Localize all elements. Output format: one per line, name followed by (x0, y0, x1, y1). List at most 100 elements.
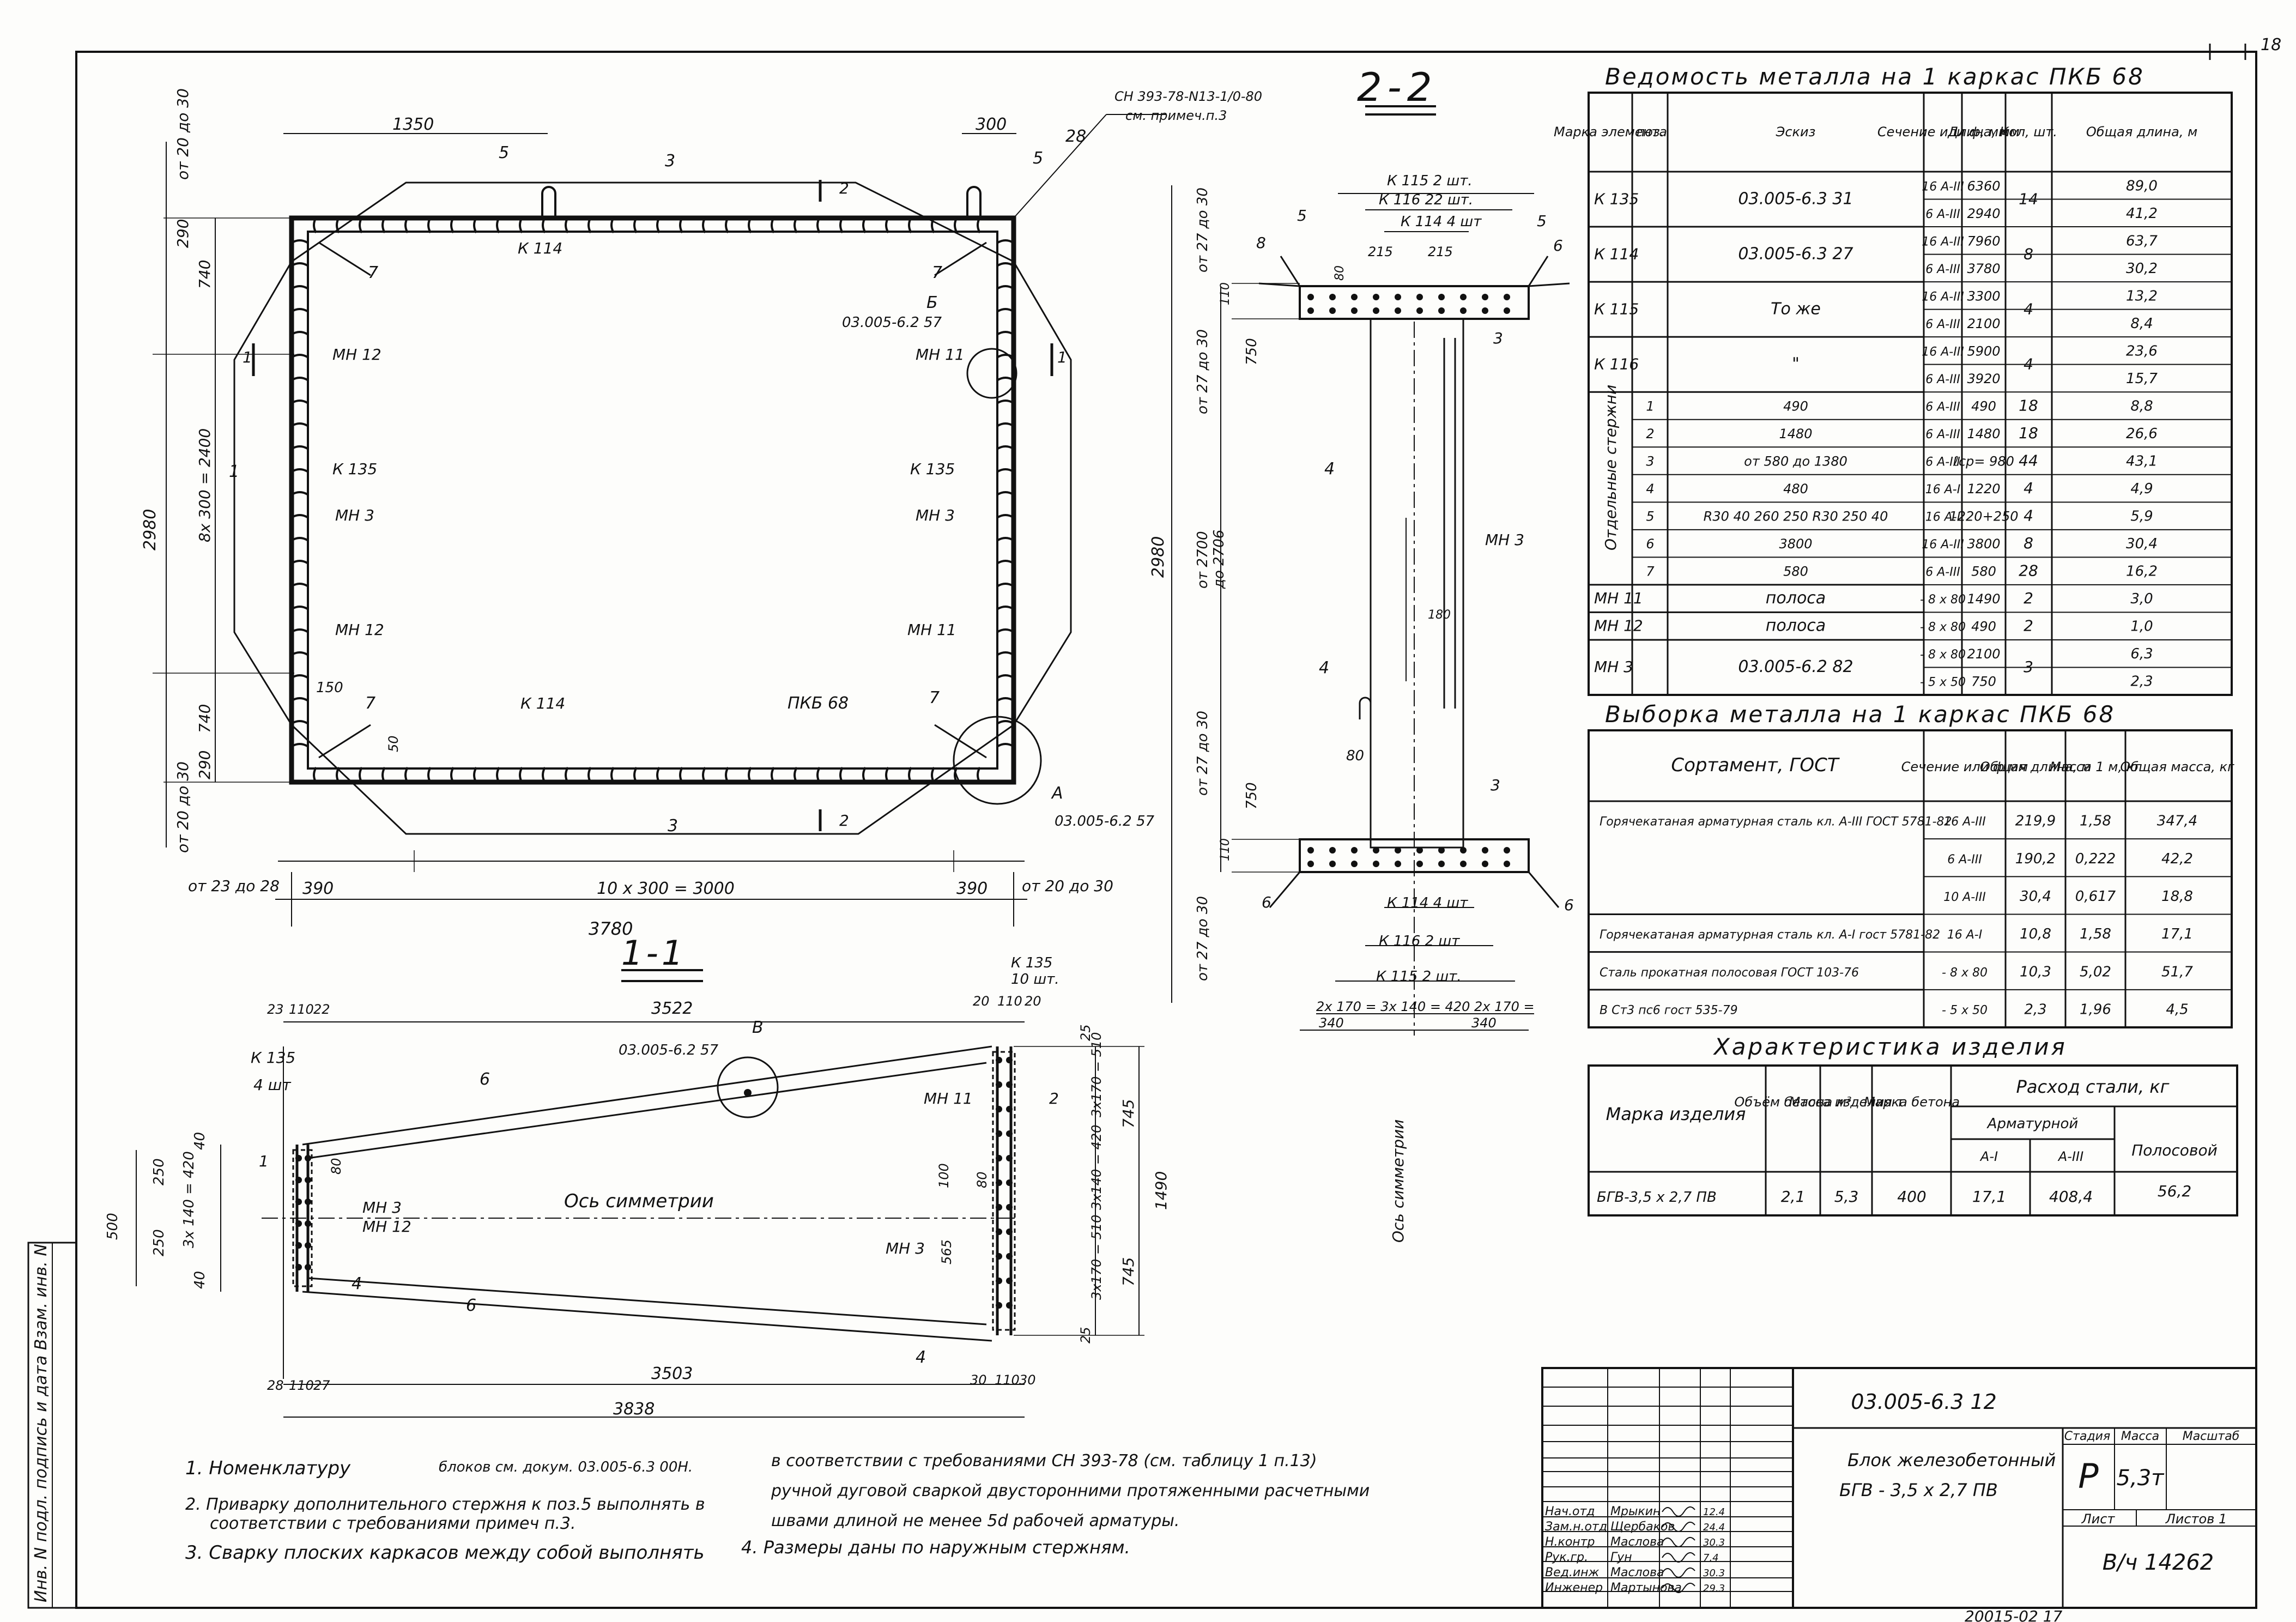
rebar-mark (793, 767, 798, 783)
metal-qty: 18 (2019, 396, 2038, 414)
dim-range-b-2-2: от 2700 (1195, 531, 1211, 589)
metal-len: 1480 (1967, 426, 2000, 441)
sel-sec: - 8 x 80 (1942, 966, 1988, 979)
plan-rebar-marks (292, 217, 1014, 783)
label-6-bot-2-2: 6 (1564, 896, 1574, 914)
metal-mark: К 114 (1594, 245, 1639, 263)
tb-role: Инженер (1545, 1581, 1603, 1595)
rebar-dot (1504, 847, 1510, 854)
signature-mark (1662, 1506, 1695, 1517)
label-8-2-2: 8 (1256, 234, 1266, 252)
tb-name: Гун (1610, 1551, 1632, 1564)
metal-sketch: " (1792, 354, 1800, 373)
rebar-mark (292, 422, 308, 427)
rebar-mark (292, 628, 308, 633)
mass-value: 5,3т (2117, 1466, 2165, 1491)
rebar-dot (1504, 307, 1510, 314)
metal-mark: МН 3 (1594, 658, 1633, 676)
metal-total: 6,3 (2130, 646, 2153, 662)
metal-group-label: Отдельные стержни (1602, 385, 1620, 550)
dim-3x170b: 3x170 = 510 (1089, 1215, 1104, 1300)
rebar-mark (519, 767, 523, 783)
org-code: В/ч 14262 (2103, 1550, 2214, 1575)
tb-name: Щербаков (1610, 1520, 1675, 1534)
rebar-dot (305, 1242, 311, 1249)
dim-110lb: 110 (289, 1378, 314, 1393)
dim-40a: 40 (192, 1132, 208, 1150)
rebar-mark (997, 720, 1014, 724)
rebar-mark (633, 767, 638, 783)
rebar-dot (996, 1179, 1002, 1186)
dim-300: 300 (976, 115, 1007, 134)
label-mn3-left: МН 3 (335, 506, 374, 524)
metal-total: 4,9 (2130, 481, 2153, 497)
dim-50: 50 (386, 735, 401, 752)
sel-total: 4,5 (2166, 1001, 2188, 1018)
doc-code: 03.005-6.3 12 (1851, 1390, 1997, 1414)
sel-total: 17,1 (2161, 926, 2193, 942)
tb-name: Маслова (1610, 1566, 1664, 1579)
rebar-mark (336, 217, 340, 233)
rebar-mark (885, 217, 889, 233)
dim-565: 565 (939, 1239, 954, 1264)
label-5r-2-2: 5 (1537, 212, 1547, 230)
metal-sketch: 03.005-6.3 31 (1738, 189, 1853, 208)
rebar-dot (996, 1253, 1002, 1260)
metal-sec: 6 А-III (1925, 566, 1960, 579)
rebar-mark (816, 767, 821, 783)
label-3: 3 (665, 152, 675, 171)
rebar-mark (771, 767, 775, 783)
metal-header-2: Эскиз (1776, 124, 1816, 140)
note-2a: 2. Приварку дополнительного стержня к по… (185, 1495, 705, 1514)
label-5b: 5 (1033, 149, 1043, 168)
signature-mark (1662, 1567, 1695, 1578)
char-grade: 400 (1897, 1188, 1926, 1206)
rebar-dot (1329, 847, 1336, 854)
section-1-1-marks (295, 1057, 1013, 1309)
rebar-mark (292, 514, 308, 518)
char-mark: БГВ-3,5 x 2,7 ПВ (1597, 1189, 1717, 1206)
rebar-dot (295, 1199, 302, 1205)
label-mn3-right: МН 3 (916, 506, 955, 524)
rebar-dot (996, 1228, 1002, 1235)
sel-header-4: Общая масса, кг (2120, 759, 2234, 774)
dim-745a: 745 (1119, 1099, 1137, 1128)
label-k135-right: К 135 (910, 460, 955, 478)
label-mn11-1-1: МН 11 (924, 1090, 973, 1107)
dim-3x170a: 3x170 = 510 (1089, 1032, 1104, 1117)
rebar-mark (793, 217, 798, 233)
metal-len: 1220 (1967, 481, 2000, 497)
label-k114-bot: К 114 (520, 694, 565, 712)
label-k114-top: К 114 4 шт (1401, 214, 1482, 230)
metal-total: 3,0 (2130, 591, 2153, 607)
dim-80a: 80 (329, 1158, 344, 1175)
rebar-mark (997, 651, 1014, 656)
rebar-mark (977, 217, 981, 233)
rebar-mark (997, 628, 1014, 633)
sel-name: Горячекатаная арматурная сталь кл. А-III… (1600, 815, 1952, 829)
product-name-2: БГВ - 3,5 x 2,7 ПВ (1839, 1480, 1998, 1500)
metal-total: 41,2 (2126, 205, 2158, 222)
rebar-dot (1416, 294, 1423, 300)
tb-role: Рук.гр. (1545, 1551, 1588, 1564)
rebar-dot (1460, 861, 1467, 867)
char-h-grade: Марка бетона (1864, 1094, 1960, 1110)
label-5a: 5 (499, 143, 509, 162)
section-title-2-2: 2-2 (1357, 64, 1438, 110)
sheet-label: Лист (2081, 1511, 2116, 1527)
rebar-mark (473, 767, 477, 783)
label-7b: 7 (932, 263, 942, 282)
sheets-label: Листов 1 (2165, 1511, 2227, 1527)
dim-3838: 3838 (613, 1400, 655, 1419)
tb-name: Мрыкин (1610, 1505, 1661, 1518)
rebar-mark (702, 217, 706, 233)
metal-header-3: Сечение или ф, мм (1877, 124, 2008, 140)
dim-1350: 1350 (392, 115, 434, 134)
dim-740-top: 740 (196, 260, 214, 289)
dim-range-bot-a: от 23 до 28 (188, 877, 280, 895)
dim-1490: 1490 (1152, 1171, 1170, 1210)
metal-sketch: 1480 (1779, 426, 1812, 441)
callout-b-label: Б (926, 293, 938, 312)
rebar-mark (610, 217, 615, 233)
rebar-mark (565, 767, 569, 783)
